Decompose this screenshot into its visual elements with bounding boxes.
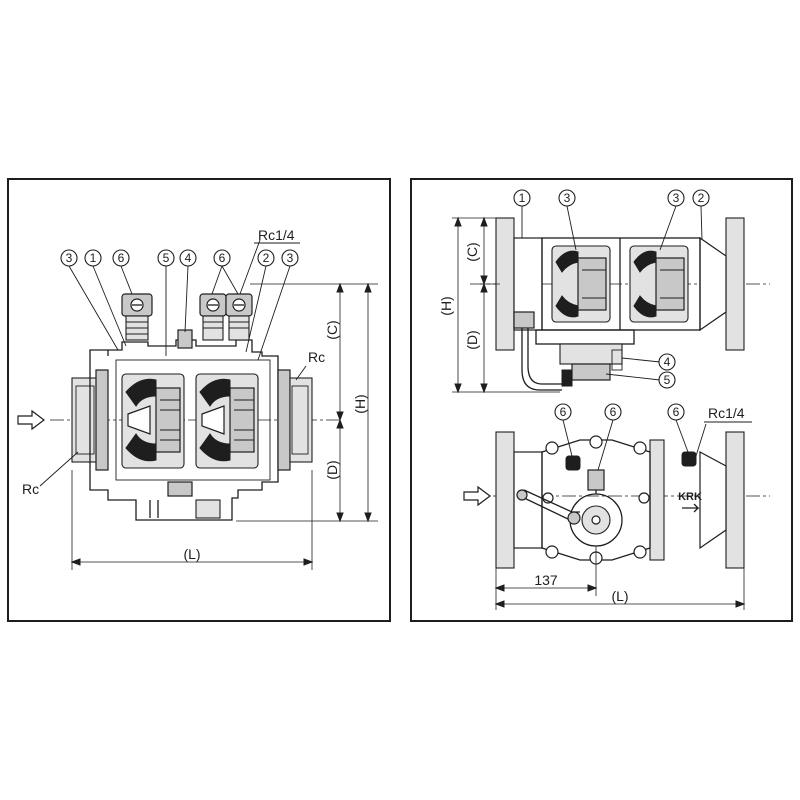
outlet-union [289,377,313,463]
top-callout-6b [604,403,622,421]
top-port-label-rc14: Rc1/4 [708,405,745,421]
relief-port-bottom [167,481,193,497]
side-dim-h: (H) [438,296,454,315]
inlet-nut [95,369,109,471]
callout-6-left [112,249,130,267]
top-outlet-neck [699,450,727,550]
side-callout-4-text: 4 [664,355,671,369]
left-dimensions [70,282,378,570]
top-callout-6c-text: 6 [673,405,680,419]
left-panel-frame [7,178,391,622]
flow-direction-mark [682,503,700,513]
dim-h-left: (H) [352,394,368,413]
side-callout-5 [658,371,676,389]
port-label-rc14-left: Rc1/4 [258,227,295,243]
side-outlet-flange [725,217,745,351]
top-inlet-flange [495,431,515,569]
top-cover-plate [541,439,651,561]
side-callouts: 1 3 3 2 4 5 [513,189,710,389]
callout-2-left-text: 2 [263,251,270,265]
top-outlet-flange [725,431,745,569]
top-dim-137: 137 [534,572,558,588]
brand-mark: KRK [678,491,702,503]
callout-1-left [84,249,102,267]
dim-c-left: (C) [324,320,340,339]
top-callout-6a-text: 6 [560,405,567,419]
side-outlet-neck [699,236,727,332]
check-valve-1 [121,373,185,469]
callout-5-left [157,249,175,267]
test-cock-left [121,293,153,341]
top-callout-6c [667,403,685,421]
side-callout-3b-text: 3 [673,191,680,205]
port-label-rc-inlet: Rc [22,481,39,497]
top-test-cock-right [681,451,697,467]
right-top-view: KRK 6 6 6 Rc1/4 137 [463,403,770,610]
callout-3b-left-text: 3 [287,251,294,265]
side-callout-4 [658,353,676,371]
callout-6b-left-text: 6 [219,251,226,265]
right-side-view: 1 3 3 2 4 5 (C) (H) [438,189,770,394]
side-callout-2-text: 2 [698,191,705,205]
valve-body-outline [89,339,279,521]
top-test-cock-center [587,469,605,491]
side-callout-2 [692,189,710,207]
top-dim-l: (L) [611,588,628,604]
right-panel-frame [410,178,793,622]
callout-6b-left [213,249,231,267]
sensing-tube [521,326,562,391]
inlet-flow-arrow [17,409,45,431]
callout-2-left [257,249,275,267]
side-callout-1-text: 1 [519,191,526,205]
test-cock-right-a [199,293,227,341]
side-dimensions [452,216,560,394]
left-section-view: 3 1 6 5 4 6 2 3 Rc1/4 Rc Rc [17,227,378,570]
callout-5-left-text: 5 [163,251,170,265]
side-callout-3b [667,189,685,207]
test-cock-right-b [225,293,253,341]
side-relief-valve [535,329,635,387]
callout-3b-left [281,249,299,267]
left-callouts: 3 1 6 5 4 6 2 3 [60,239,299,361]
inlet-bore [75,385,95,455]
drain-pipe [149,500,159,518]
valve-body-liner [115,359,271,481]
top-callout-6a [554,403,572,421]
outlet-bore [291,385,309,455]
top-test-cock-left [565,455,581,471]
top-callout-6b-text: 6 [610,405,617,419]
side-callout-5-text: 5 [664,373,671,387]
side-dim-d: (D) [464,330,480,349]
top-callouts: 6 6 6 [554,403,707,471]
callout-6-left-text: 6 [118,251,125,265]
top-flow-arrow [463,485,491,507]
side-callout-3a-text: 3 [564,191,571,205]
callout-3-left-text: 3 [66,251,73,265]
side-callout-1 [513,189,531,207]
relief-port-top [177,329,193,349]
top-cover-bolts [542,435,650,565]
callout-3-left [60,249,78,267]
top-dimensions [494,546,746,610]
side-check-valve-2 [629,245,689,323]
callout-4-left [179,249,197,267]
drain-outlet [195,499,221,519]
outlet-nut [277,369,291,471]
callout-1-left-text: 1 [90,251,97,265]
callout-4-left-text: 4 [185,251,192,265]
side-dim-c: (C) [464,242,480,261]
top-mid-flange [649,439,665,561]
dim-l-left: (L) [183,546,200,562]
sensing-fitting [513,311,535,329]
dim-d-left: (D) [324,460,340,479]
side-callout-3a [558,189,576,207]
side-check-valve-1 [551,245,611,323]
port-label-rc-outlet: Rc [308,349,325,365]
check-valve-2 [195,373,259,469]
